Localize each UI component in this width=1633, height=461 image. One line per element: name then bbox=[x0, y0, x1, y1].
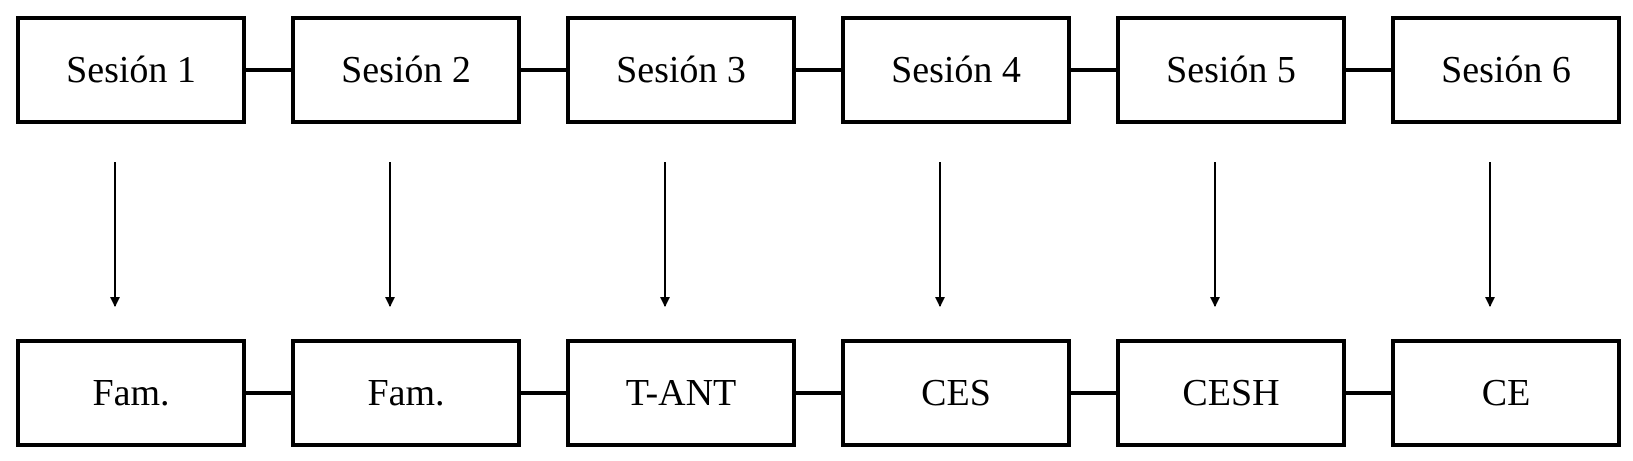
condition-label-3: T-ANT bbox=[625, 372, 737, 414]
condition-box-3: T-ANT bbox=[566, 339, 796, 447]
condition-box-1: Fam. bbox=[16, 339, 246, 447]
session-box-1: Sesión 1 bbox=[16, 16, 246, 124]
condition-label-6: CE bbox=[1481, 372, 1531, 414]
condition-box-5: CESH bbox=[1116, 339, 1346, 447]
session-label-2: Sesión 2 bbox=[341, 49, 471, 91]
condition-label-2: Fam. bbox=[367, 372, 445, 414]
condition-label-4: CES bbox=[921, 372, 991, 414]
condition-box-2: Fam. bbox=[291, 339, 521, 447]
condition-box-6: CE bbox=[1391, 339, 1621, 447]
session-box-6: Sesión 6 bbox=[1391, 16, 1621, 124]
session-label-3: Sesión 3 bbox=[616, 49, 746, 91]
session-box-3: Sesión 3 bbox=[566, 16, 796, 124]
connectors bbox=[110, 68, 1495, 395]
session-label-4: Sesión 4 bbox=[891, 49, 1021, 91]
session-label-5: Sesión 5 bbox=[1166, 49, 1296, 91]
session-box-4: Sesión 4 bbox=[841, 16, 1071, 124]
condition-label-5: CESH bbox=[1182, 372, 1280, 414]
session-label-6: Sesión 6 bbox=[1441, 49, 1571, 91]
session-label-1: Sesión 1 bbox=[66, 49, 196, 91]
condition-box-4: CES bbox=[841, 339, 1071, 447]
condition-label-1: Fam. bbox=[92, 372, 170, 414]
session-box-5: Sesión 5 bbox=[1116, 16, 1346, 124]
session-box-2: Sesión 2 bbox=[291, 16, 521, 124]
